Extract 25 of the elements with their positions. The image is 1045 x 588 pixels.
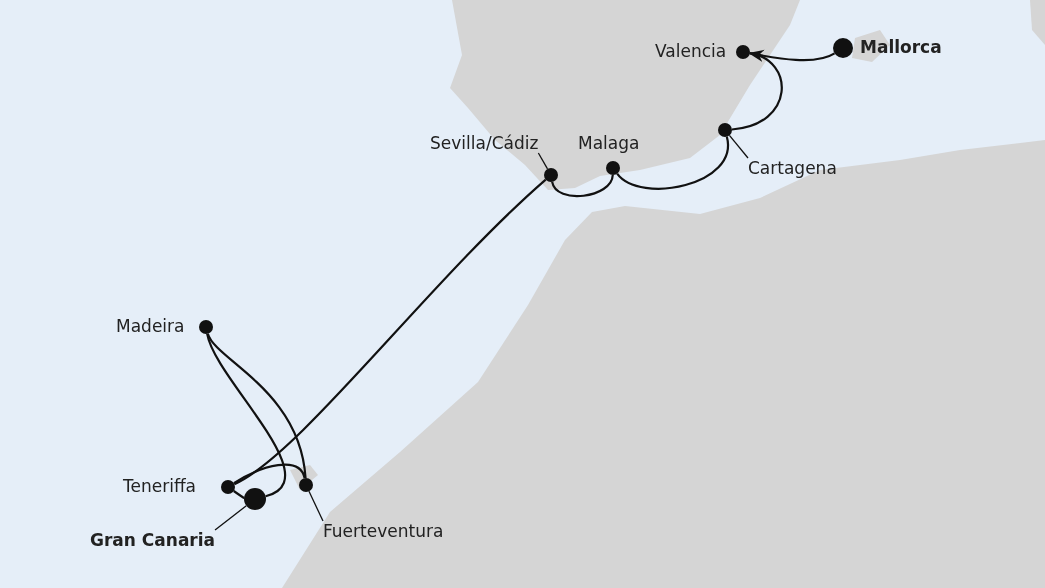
port-name: Teneriffa — [123, 476, 197, 496]
port-name: Sevilla/Cádiz — [430, 133, 539, 153]
route-line — [731, 52, 783, 131]
route-line — [748, 49, 836, 62]
route-line — [206, 333, 286, 498]
port-name: Malaga — [578, 133, 640, 153]
route-line — [551, 174, 614, 198]
leader-line — [728, 134, 749, 159]
leader-line — [214, 505, 247, 531]
route-line — [206, 333, 307, 479]
port-dot — [244, 488, 266, 510]
route-line — [233, 463, 306, 485]
route-line — [616, 136, 729, 190]
port-dot — [718, 123, 732, 137]
leader-line — [308, 490, 324, 522]
port-name: Fuerteventura — [323, 521, 444, 541]
route-line — [233, 178, 547, 486]
port-name: Mallorca — [860, 37, 942, 57]
port-name: Cartagena — [748, 158, 837, 178]
port-name: Madeira — [116, 316, 185, 336]
port-name: Valencia — [655, 41, 727, 61]
port-name: Gran Canaria — [90, 530, 216, 550]
route-line — [233, 490, 245, 499]
port-dot — [299, 478, 313, 492]
leader-line — [537, 152, 549, 170]
